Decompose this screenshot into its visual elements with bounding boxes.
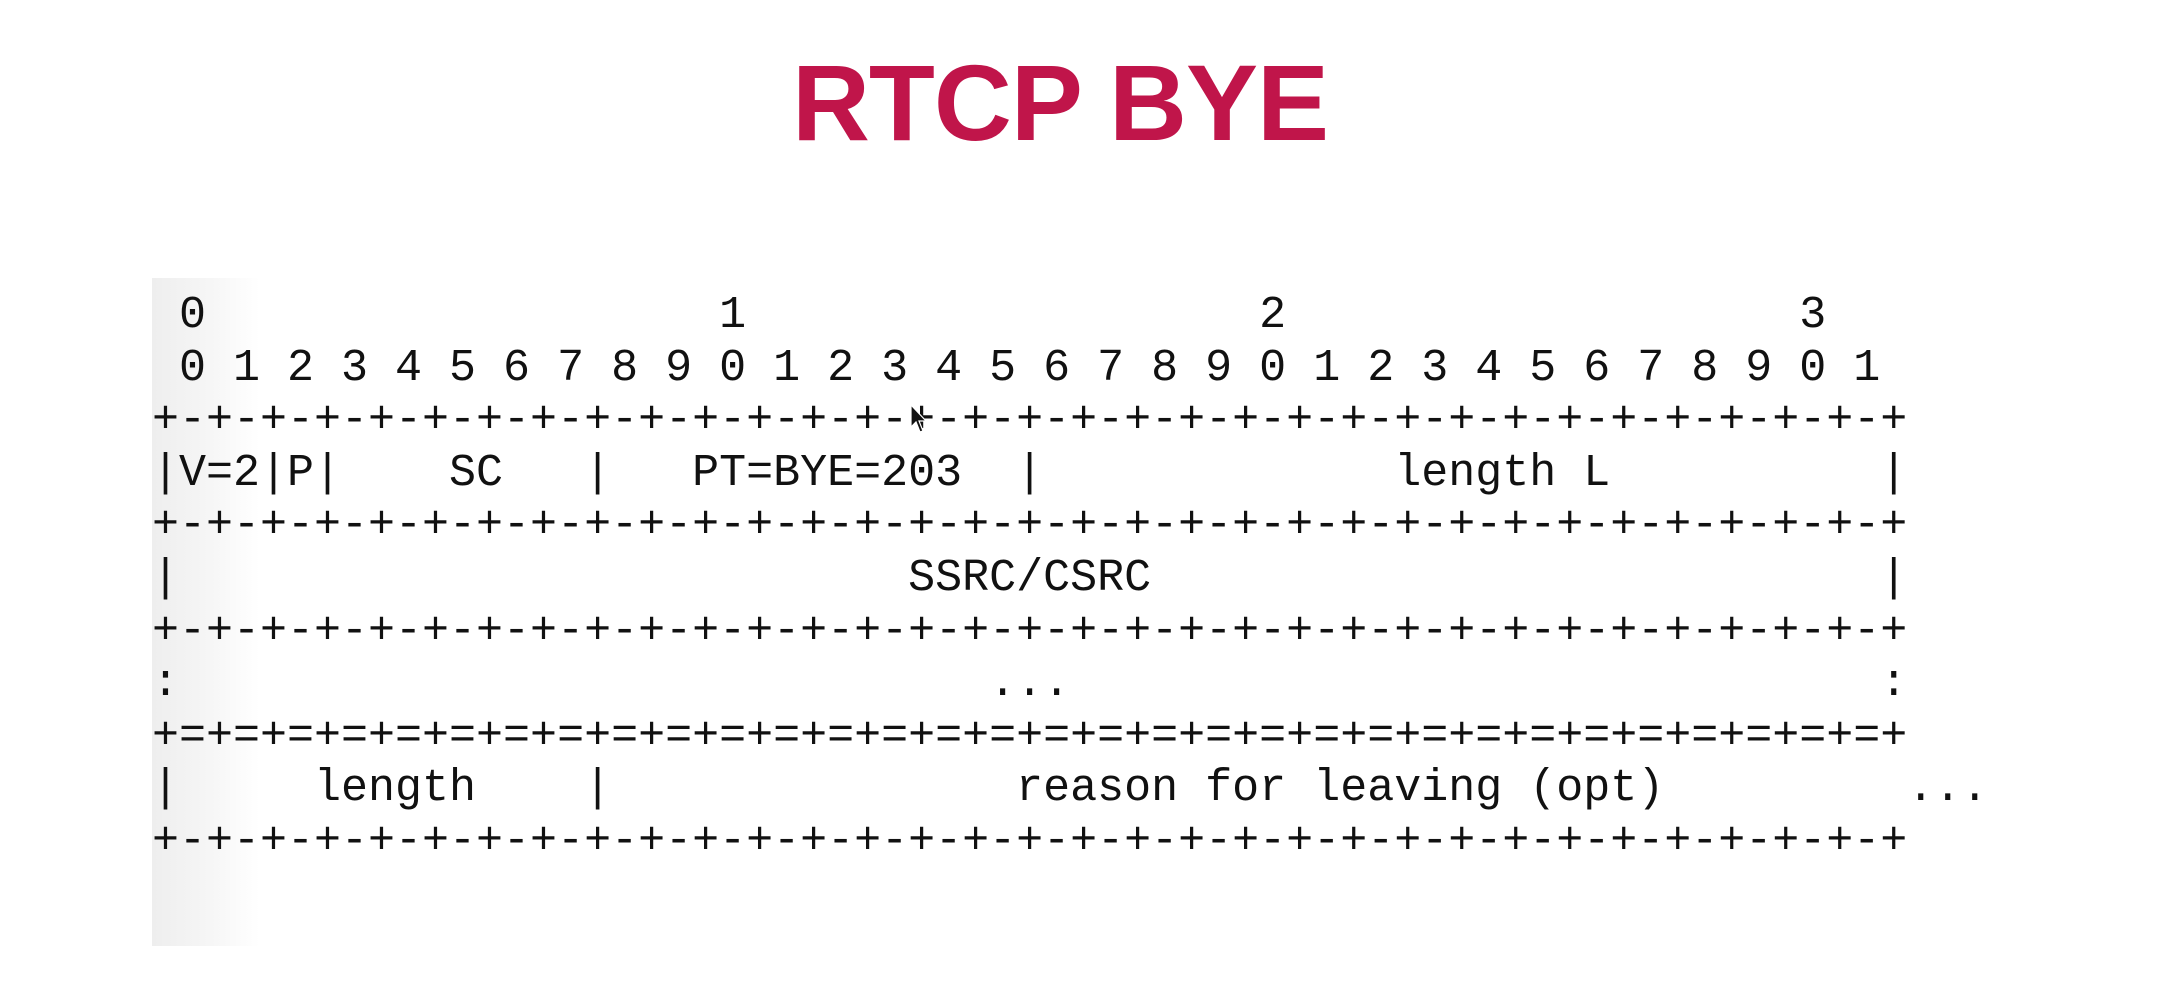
bit-units-row: 0 1 2 3 4 5 6 7 8 9 0 1 2 3 4 5 6 7 8 9 … xyxy=(152,342,1881,394)
double-separator: +=+=+=+=+=+=+=+=+=+=+=+=+=+=+=+=+=+=+=+=… xyxy=(152,710,1908,762)
packet-diagram-panel xyxy=(152,278,1952,946)
reason-row: | length | reason for leaving (opt) ... xyxy=(152,763,1989,815)
ellipsis-row: : ... : xyxy=(152,658,1908,710)
row-separator: +-+-+-+-+-+-+-+-+-+-+-+-+-+-+-+-+-+-+-+-… xyxy=(152,395,1908,447)
row-separator: +-+-+-+-+-+-+-+-+-+-+-+-+-+-+-+-+-+-+-+-… xyxy=(152,815,1908,867)
bit-tens-row: 0 1 2 3 xyxy=(152,290,1827,341)
row-separator: +-+-+-+-+-+-+-+-+-+-+-+-+-+-+-+-+-+-+-+-… xyxy=(152,605,1908,657)
mouse-pointer-icon xyxy=(910,404,928,433)
ssrc-csrc-row: | SSRC/CSRC | xyxy=(152,552,1908,604)
row-separator: +-+-+-+-+-+-+-+-+-+-+-+-+-+-+-+-+-+-+-+-… xyxy=(152,500,1908,552)
header-fields-row: |V=2|P| SC | PT=BYE=203 | length L | xyxy=(152,447,1908,499)
panel-left-shade xyxy=(152,278,260,946)
packet-format-diagram: 0 1 2 3 0 1 2 3 4 5 6 7 8 9 0 1 2 3 4 5 … xyxy=(152,290,1988,869)
slide-title: RTCP BYE xyxy=(791,42,1329,163)
